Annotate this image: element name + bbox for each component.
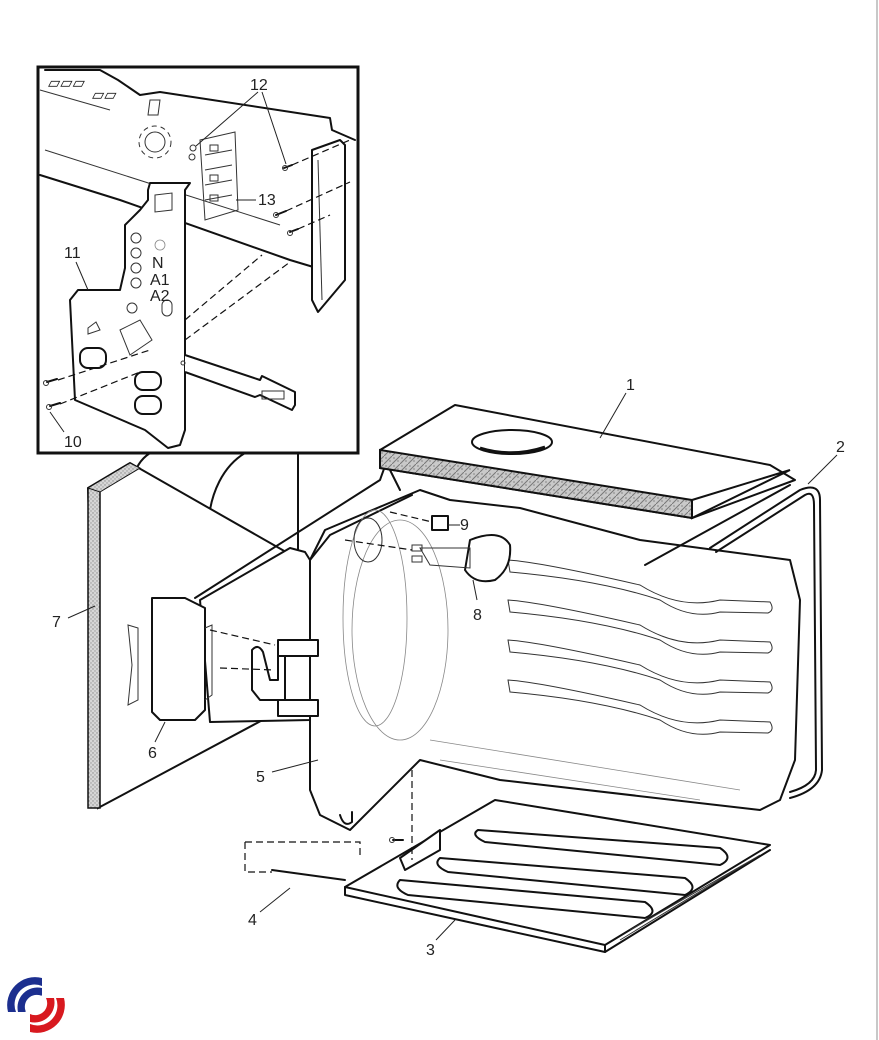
callout-7: 7 (52, 614, 61, 631)
callout-8: 8 (473, 607, 482, 624)
callout-11: 11 (64, 245, 81, 262)
terminal-label-a1: A1 (150, 272, 170, 289)
brand-logo (7, 977, 65, 1033)
callout-5: 5 (256, 769, 265, 786)
callout-1: 1 (626, 377, 635, 394)
bottom-heating-element (344, 799, 771, 953)
callout-3: 3 (426, 942, 435, 959)
callout-4: 4 (248, 912, 257, 929)
callout-12: 12 (250, 77, 268, 94)
lamp-holder-clip (344, 511, 449, 551)
vent-marks: ▱▱▱ (48, 75, 86, 92)
terminal-block-bracket (69, 182, 296, 449)
terminal-label-a2: A2 (150, 288, 170, 305)
terminal-block (199, 131, 239, 221)
callout-9: 9 (460, 517, 469, 534)
callout-10: 10 (64, 434, 82, 451)
screw-icon (188, 139, 351, 236)
thermostat-sensor (244, 770, 413, 881)
terminal-label-n: N (152, 255, 164, 272)
door-seal (644, 484, 823, 799)
callout-13: 13 (258, 192, 276, 209)
rear-bracket (127, 597, 319, 721)
detail-inset: ▱▱▱ ▱▱ (36, 65, 360, 455)
oven-lamp (411, 534, 512, 583)
top-insulation (379, 404, 796, 520)
callout-6: 6 (148, 745, 157, 762)
oven-cavity (309, 489, 801, 831)
svg-text:▱▱: ▱▱ (92, 87, 117, 104)
callout-2: 2 (836, 439, 845, 456)
callout-labels: 1 2 3 4 5 6 7 8 9 10 11 12 13 (49, 77, 845, 959)
page-edge-divider (876, 0, 878, 1040)
